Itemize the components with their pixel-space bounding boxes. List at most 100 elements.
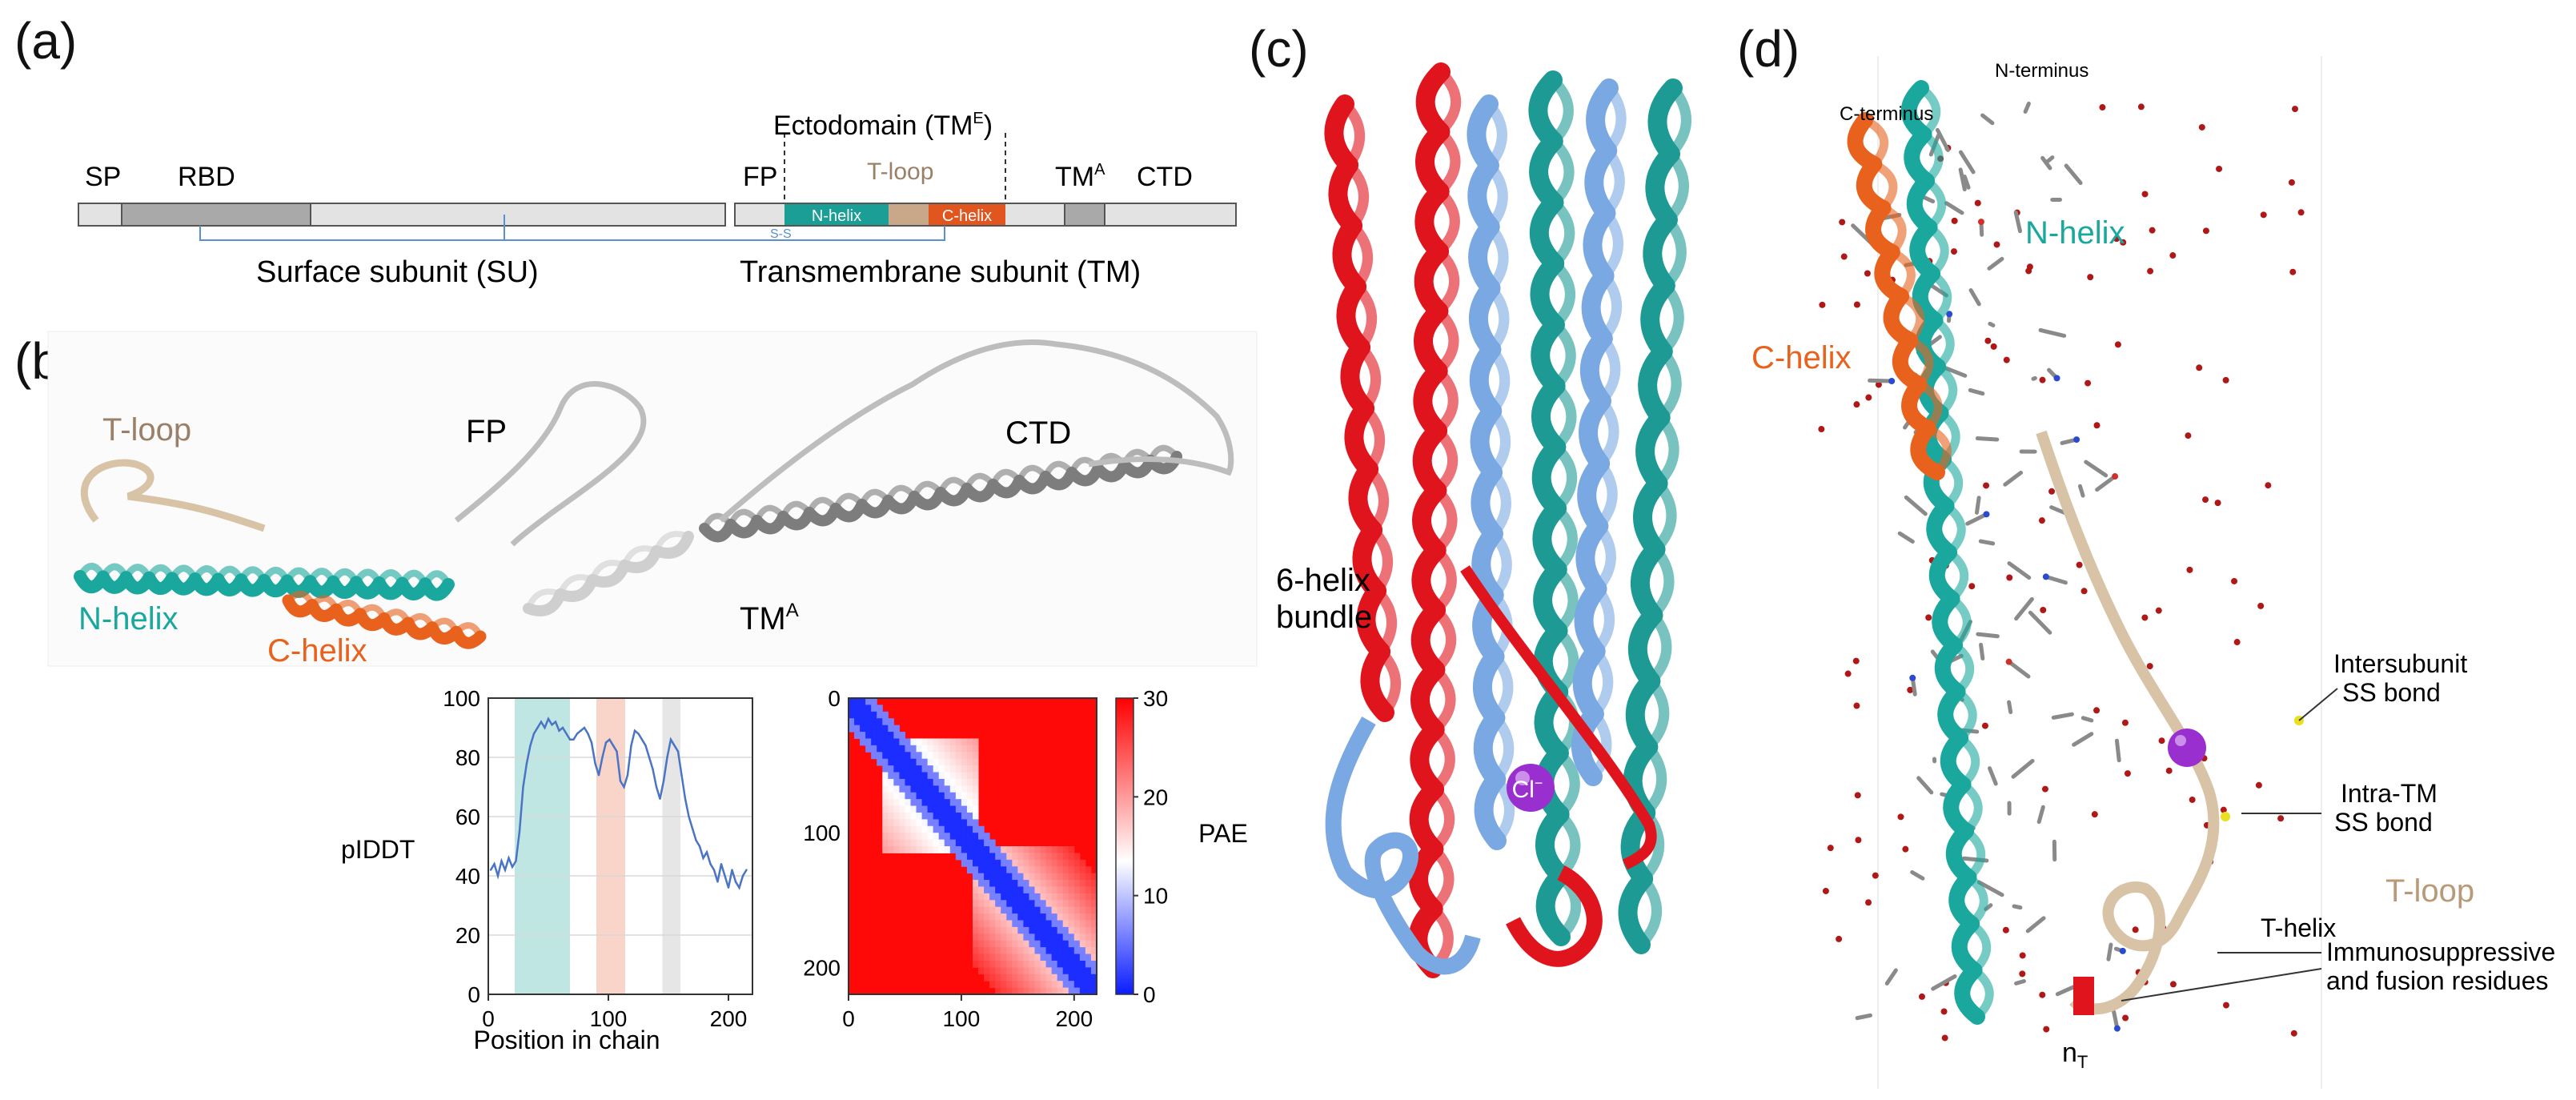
pae-cell: [949, 812, 957, 820]
pae-colorbar: [1115, 697, 1134, 995]
pae-cell: [966, 752, 973, 760]
plddt-point: [529, 745, 532, 747]
pae-cell: [927, 738, 934, 746]
pae-cell: [966, 859, 973, 867]
plddt-point: [680, 774, 683, 777]
pae-cell: [961, 752, 968, 760]
pae-cell: [989, 906, 996, 914]
pae-cell: [1062, 880, 1069, 887]
side-chain-atom: [1983, 511, 1990, 518]
pae-cell: [984, 960, 990, 968]
pae-cell: [1012, 893, 1018, 901]
t-loop-segment: [889, 203, 929, 226]
side-chain-stick: [1958, 167, 1967, 191]
pae-cell: [905, 738, 911, 746]
d-t-loop-label: T-loop: [2385, 873, 2474, 909]
pae-cell: [1073, 967, 1081, 975]
pae-cell: [1017, 947, 1024, 955]
pae-cell: [989, 859, 996, 867]
pae-cell: [1051, 900, 1058, 908]
pae-cell: [1045, 967, 1053, 975]
pae-cell: [944, 792, 951, 800]
pae-cell: [899, 758, 905, 766]
pae-cell: [989, 926, 996, 934]
pae-cell: [905, 792, 911, 800]
pae-cell: [871, 711, 877, 719]
pae-cell: [1073, 987, 1081, 995]
pae-cell: [949, 792, 957, 800]
pae-cell: [910, 772, 917, 780]
pae-cell: [955, 752, 962, 760]
su-label: Surface subunit (SU): [256, 255, 539, 289]
bundle-helix-turn: [1635, 407, 1671, 493]
pae-cell: [995, 859, 1001, 867]
pae-cell: [973, 785, 979, 793]
plddt-point: [666, 756, 668, 759]
side-chain-atom: [2119, 947, 2126, 954]
water-molecule: [1941, 1034, 1948, 1042]
pae-cell: [966, 825, 973, 833]
water-molecule: [1853, 702, 1860, 709]
pae-colorbar-tick-label: 10: [1143, 884, 1168, 909]
pae-cell: [973, 812, 979, 820]
pae-cell: [949, 765, 957, 773]
pae-cell: [1001, 873, 1007, 881]
pae-cell: [1040, 906, 1047, 914]
pae-cell: [893, 758, 900, 766]
pae-cell: [888, 758, 894, 766]
bundle-helix-turn: [1627, 605, 1663, 691]
pae-cell: [888, 792, 894, 800]
pae-cell: [1085, 940, 1092, 948]
pae-cell: [927, 765, 934, 773]
pae-cell: [984, 906, 990, 914]
bundle-helix-turn: [1491, 776, 1515, 845]
pae-cell: [916, 792, 923, 800]
side-chain-stick: [2025, 916, 2046, 933]
water-molecule: [1854, 792, 1861, 799]
pae-cell: [910, 799, 917, 807]
pae-cell: [961, 859, 968, 867]
pae-cell: [1012, 947, 1018, 955]
pae-cell: [955, 792, 962, 800]
tma-segment: [1064, 203, 1105, 227]
pae-cell: [1023, 933, 1029, 941]
plddt-ytick-label: 20: [455, 923, 480, 948]
pae-cell: [989, 967, 996, 975]
pae-cell: [949, 738, 957, 746]
pae-cell: [978, 833, 985, 841]
pae-cell: [888, 799, 894, 807]
pae-cell: [933, 839, 940, 847]
side-chain-atom: [1888, 377, 1896, 384]
pae-cell: [1017, 926, 1024, 934]
pae-cell: [916, 758, 923, 766]
pae-cell: [1040, 974, 1047, 982]
pae-cell: [910, 812, 917, 820]
pae-cell: [961, 805, 968, 813]
pae-cell: [1062, 846, 1069, 853]
pae-cell: [1068, 947, 1075, 955]
pae-cell: [989, 893, 996, 901]
bundle-helix-turn: [1645, 144, 1680, 230]
pae-cell: [955, 738, 962, 746]
pae-cell: [933, 819, 940, 827]
pae-cell: [961, 792, 968, 800]
pae-cell: [1085, 933, 1092, 941]
bundle-helix-turn: [1638, 342, 1673, 428]
pae-cell: [1017, 987, 1024, 995]
plddt-point: [515, 860, 517, 862]
domain-diagram: N-helix C-helix S-S SP RBD FP T-loop TMA…: [78, 110, 1237, 289]
b-fp-label: FP: [466, 414, 507, 449]
plddt-point: [489, 869, 492, 871]
pae-cell: [1073, 886, 1081, 894]
pae-cell: [1073, 940, 1081, 948]
pae-cell: [966, 839, 973, 847]
pae-cell: [961, 778, 968, 786]
pae-cell: [921, 758, 929, 766]
pae-cell: [888, 778, 894, 786]
plddt-point: [712, 869, 716, 871]
b-n-helix-label: N-helix: [78, 601, 178, 636]
plddt-ytick-label: 60: [455, 805, 480, 829]
pae-cell: [916, 778, 923, 786]
pae-cell: [1051, 859, 1058, 867]
